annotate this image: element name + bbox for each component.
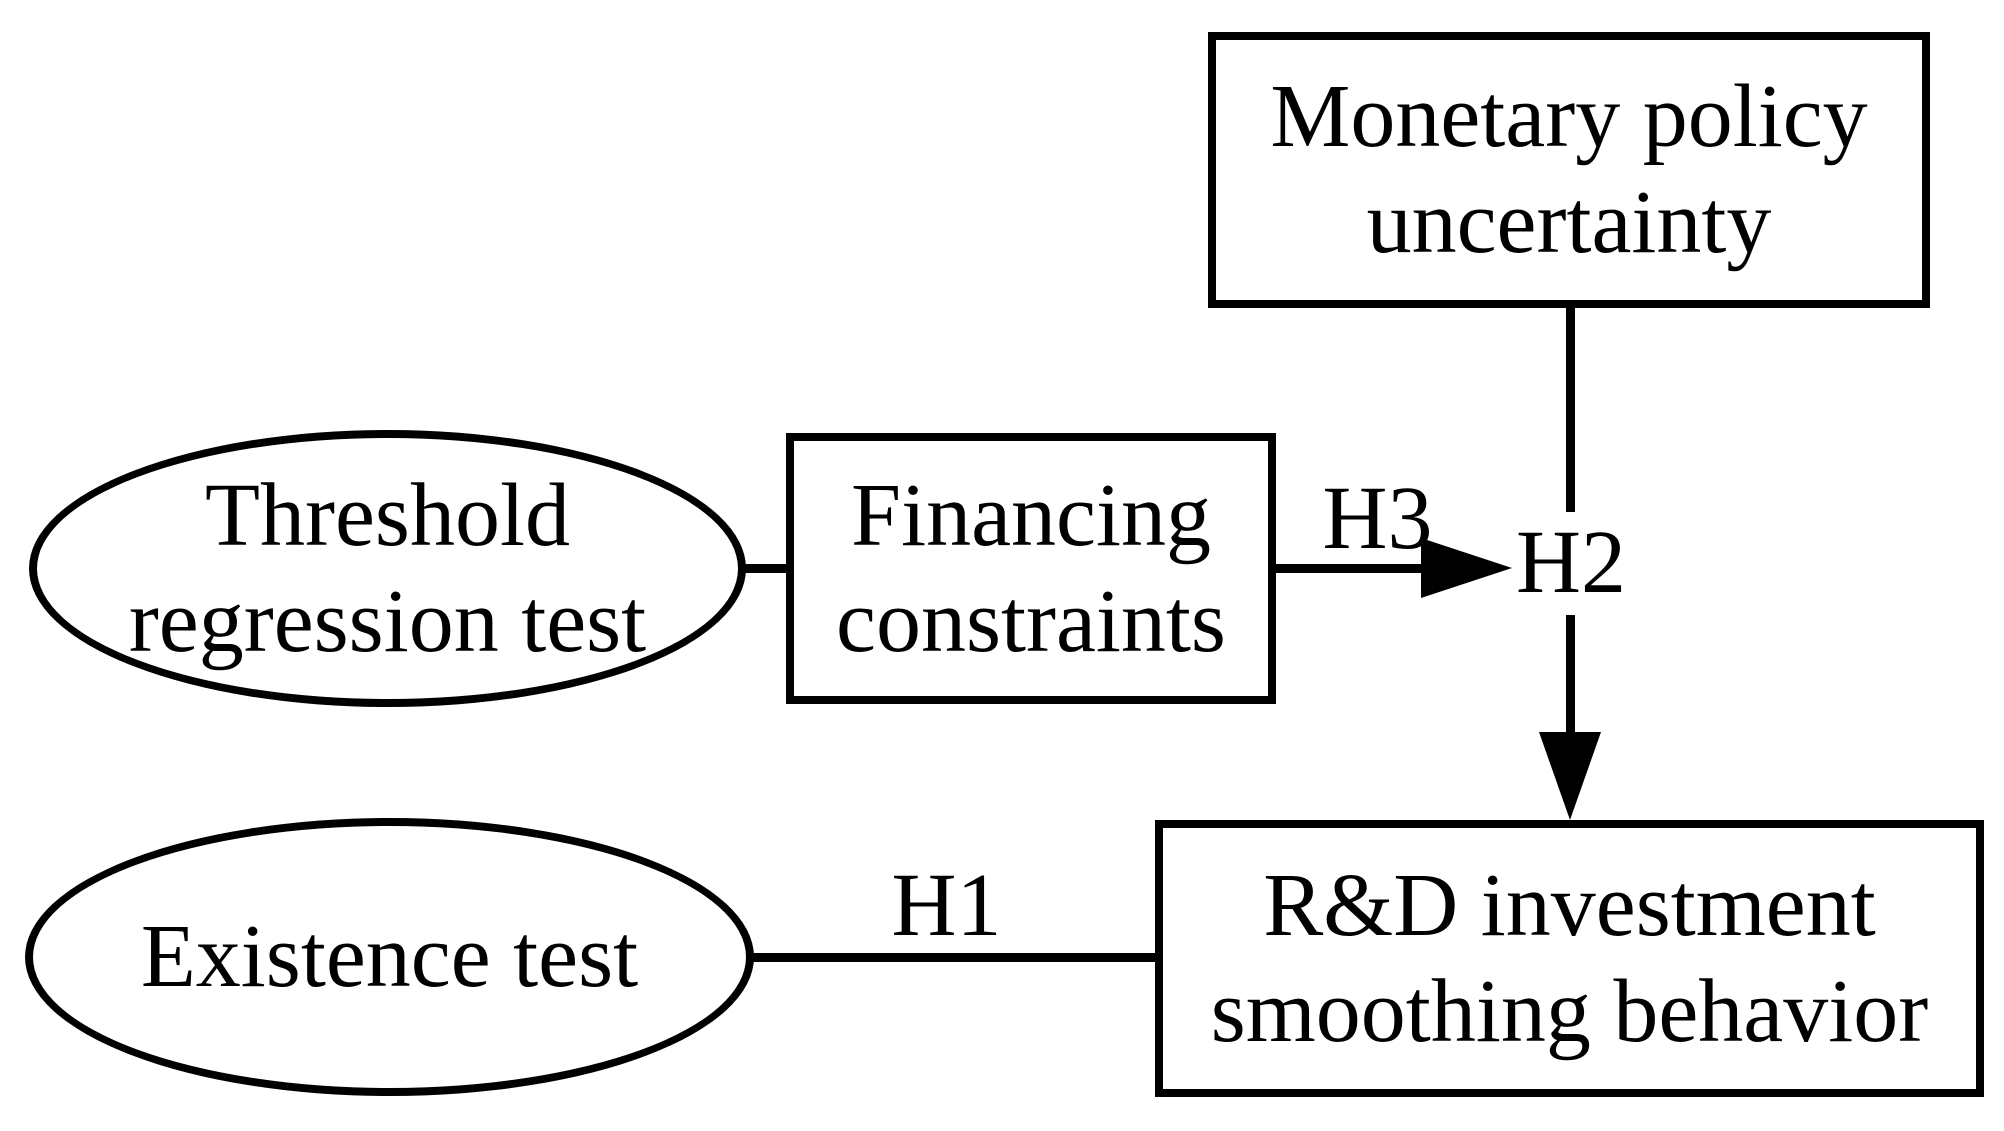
h1-connector-line <box>748 953 1158 962</box>
threshold-label-line1: Threshold <box>205 465 570 565</box>
h2-arrow-line-lower <box>1566 615 1575 734</box>
existence-label: Existence test <box>140 907 639 1006</box>
financing-label-line1: Financing <box>851 465 1211 565</box>
threshold-to-financing-connector-line <box>740 564 790 573</box>
rnd-label-line1: R&D investment <box>1263 855 1876 955</box>
threshold-label-line2: regression test <box>128 571 647 671</box>
monetary-policy-label-line1: Monetary policy <box>1270 67 1868 166</box>
monetary-policy-uncertainty-box: Monetary policy uncertainty <box>1208 32 1930 308</box>
h2-arrow-line-upper <box>1566 300 1575 512</box>
arrowhead-down-icon <box>1539 732 1601 820</box>
h1-label: H1 <box>891 856 1002 955</box>
financing-constraints-box: Financing constraints <box>786 433 1276 704</box>
h3-label: H3 <box>1322 469 1433 568</box>
monetary-policy-label-line2: uncertainty <box>1366 173 1772 272</box>
h2-label: H2 <box>1516 513 1626 612</box>
h3-arrow-line <box>1272 564 1422 573</box>
existence-test-ellipse: Existence test <box>25 818 754 1096</box>
financing-label-line2: constraints <box>836 571 1226 671</box>
arrowhead-right-icon <box>1421 538 1512 598</box>
threshold-regression-test-ellipse: Threshold regression test <box>29 430 746 707</box>
rnd-investment-smoothing-box: R&D investment smoothing behavior <box>1155 820 1984 1097</box>
rnd-label-line2: smoothing behavior <box>1210 961 1929 1061</box>
